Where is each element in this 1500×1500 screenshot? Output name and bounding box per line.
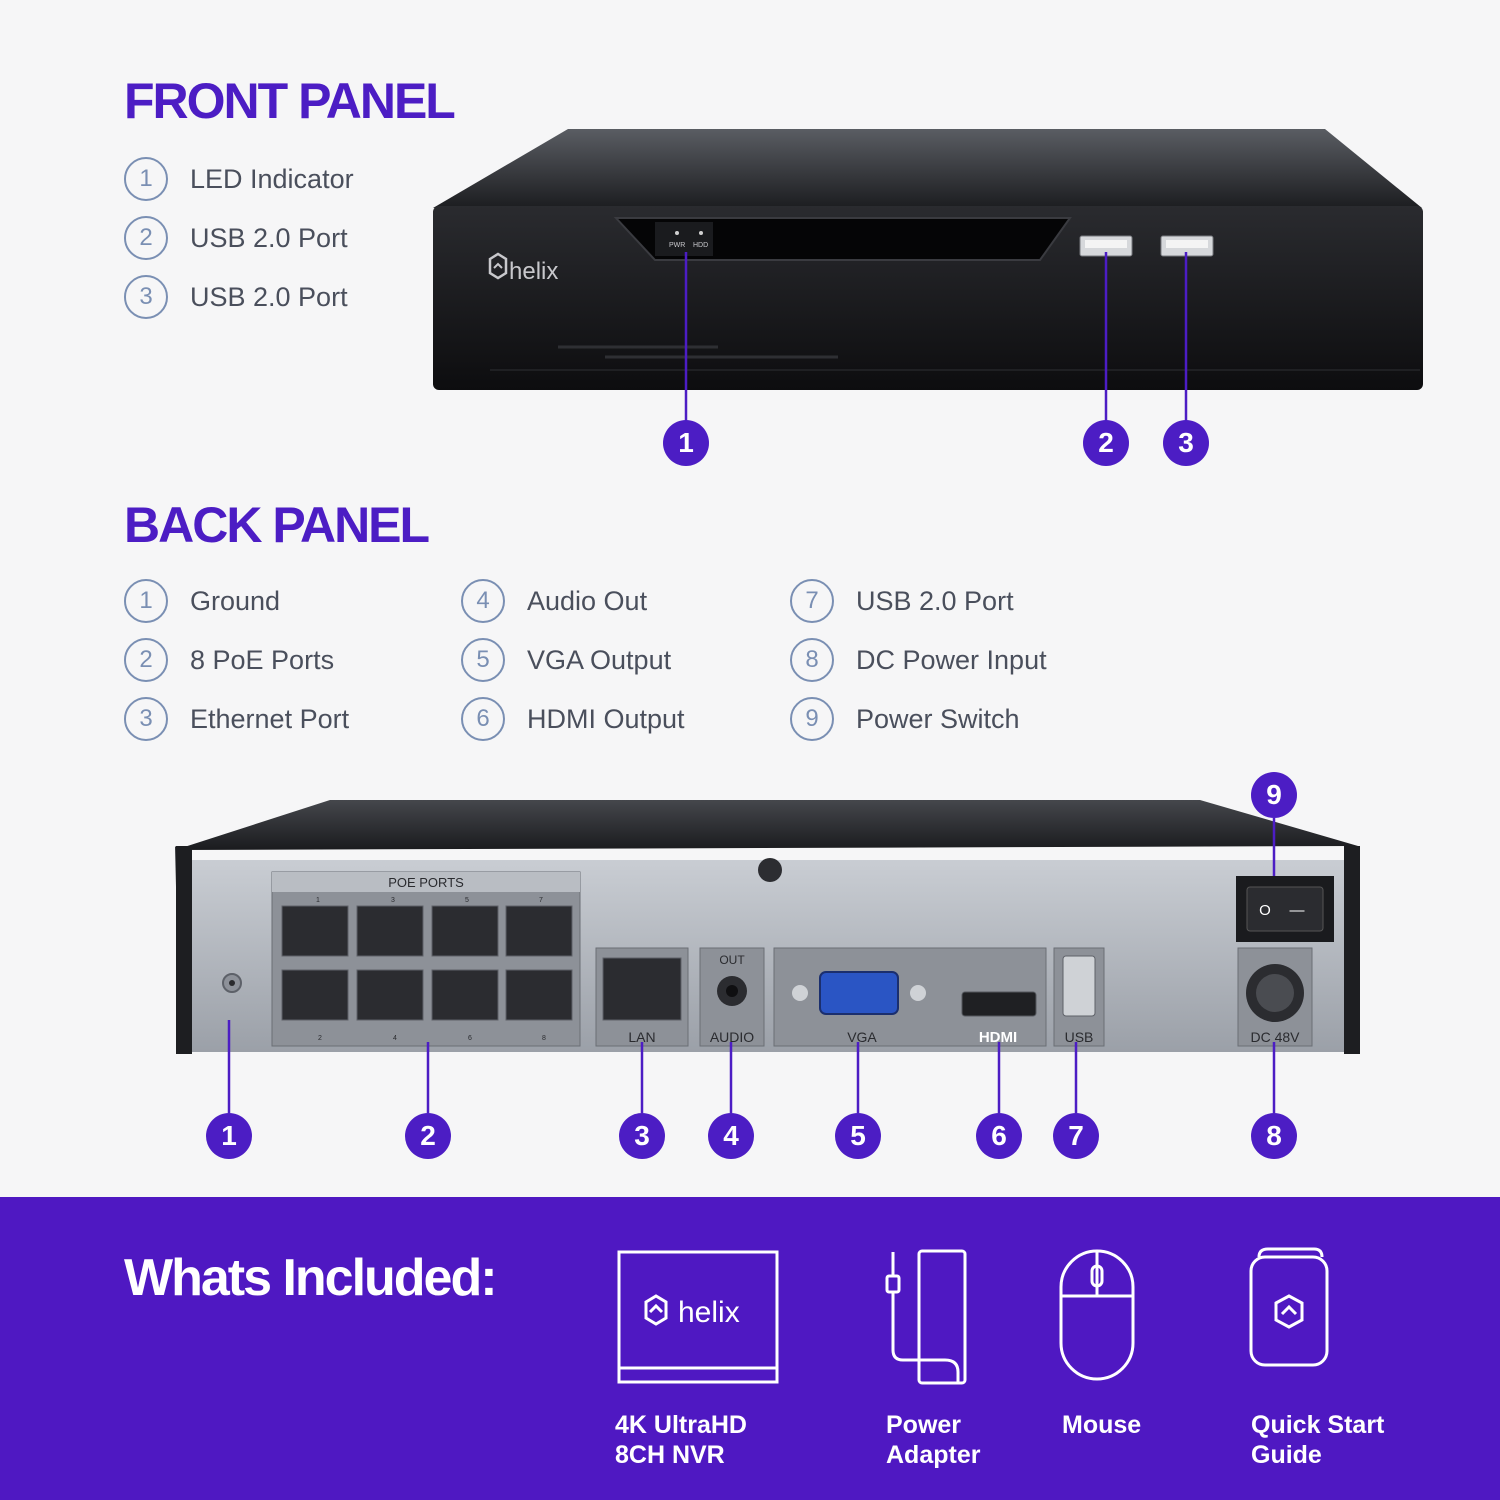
back-callout-5: 5	[835, 1113, 881, 1159]
legend-number: 4	[461, 579, 505, 623]
legend-number: 5	[461, 638, 505, 682]
legend-label: Audio Out	[527, 585, 648, 616]
poe-port-number: 5	[465, 897, 469, 904]
legend-number: 2	[124, 216, 168, 260]
box-brand-logo: helix	[678, 1296, 740, 1329]
legend-item: 1 LED Indicator	[124, 157, 354, 201]
legend-number: 1	[124, 579, 168, 623]
legend-number: 1	[124, 157, 168, 201]
front-callout-2: 2	[1083, 420, 1129, 466]
legend-label: VGA Output	[527, 644, 672, 675]
included-nvr-label: 4K UltraHD 8CH NVR	[615, 1411, 747, 1469]
included-guide-label: Quick Start Guide	[1251, 1411, 1385, 1469]
poe-port-number: 3	[391, 897, 395, 904]
legend-item: 7 USB 2.0 Port	[790, 579, 1014, 623]
poe-port-number: 1	[316, 897, 320, 904]
quick-start-guide-icon	[1249, 1247, 1329, 1367]
led-label-hdd: HDD	[693, 242, 708, 249]
legend-label: USB 2.0 Port	[856, 585, 1014, 616]
back-callout-7: 7	[1053, 1113, 1099, 1159]
poe-port-number: 7	[539, 897, 543, 904]
legend-item: 2 8 PoE Ports	[124, 638, 334, 682]
legend-number: 6	[461, 697, 505, 741]
legend-number: 7	[790, 579, 834, 623]
back-callout-lines	[227, 818, 1276, 1113]
included-power-adapter-label: Power Adapter	[886, 1411, 981, 1469]
legend-label: 8 PoE Ports	[190, 644, 335, 675]
legend-item: 5 VGA Output	[461, 638, 671, 682]
legend-item: 2 USB 2.0 Port	[124, 216, 348, 260]
front-brand-logo: helix	[509, 258, 558, 285]
front-device	[433, 129, 1423, 390]
back-callout-8: 8	[1251, 1113, 1297, 1159]
legend-item: 3 Ethernet Port	[124, 697, 349, 741]
vga-label: VGA	[847, 1029, 877, 1045]
back-callout-6: 6	[976, 1113, 1022, 1159]
front-callout-3: 3	[1163, 420, 1209, 466]
back-device	[175, 800, 1360, 1054]
front-panel-title: FRONT PANEL	[124, 73, 456, 129]
included-mouse-label: Mouse	[1062, 1411, 1142, 1439]
poe-port-number: 6	[468, 1035, 472, 1042]
legend-item: 9 Power Switch	[790, 697, 1020, 741]
legend-number: 9	[790, 697, 834, 741]
poe-port-number: 4	[393, 1035, 397, 1042]
legend-label: USB 2.0 Port	[190, 222, 348, 253]
audio-out-label: OUT	[719, 953, 745, 967]
audio-label: AUDIO	[710, 1029, 754, 1045]
legend-item: 8 DC Power Input	[790, 638, 1047, 682]
legend-label: DC Power Input	[856, 644, 1047, 675]
power-adapter-icon	[885, 1249, 967, 1385]
legend-label: LED Indicator	[190, 163, 354, 194]
poe-port-number: 2	[318, 1035, 322, 1042]
legend-number: 2	[124, 638, 168, 682]
back-callout-2: 2	[405, 1113, 451, 1159]
legend-label: Ethernet Port	[190, 703, 350, 734]
poe-port-number: 8	[542, 1035, 546, 1042]
legend-number: 3	[124, 275, 168, 319]
back-panel-title: BACK PANEL	[124, 497, 430, 553]
back-callout-9: 9	[1251, 772, 1297, 818]
legend-item: 6 HDMI Output	[461, 697, 685, 741]
whats-included-title: Whats Included:	[124, 1249, 498, 1307]
legend-number: 8	[790, 638, 834, 682]
legend-item: 4 Audio Out	[461, 579, 647, 623]
switch-off-symbol: O	[1259, 902, 1271, 919]
front-callout-1: 1	[663, 420, 709, 466]
legend-number: 3	[124, 697, 168, 741]
lan-label: LAN	[628, 1029, 655, 1045]
mouse-icon	[1059, 1249, 1135, 1381]
nvr-box-icon	[617, 1250, 779, 1384]
back-callout-1: 1	[206, 1113, 252, 1159]
hdmi-label: HDMI	[979, 1029, 1017, 1046]
back-callout-4: 4	[708, 1113, 754, 1159]
led-label-pwr: PWR	[669, 242, 685, 249]
back-callout-3: 3	[619, 1113, 665, 1159]
usb-label: USB	[1065, 1029, 1094, 1045]
legend-label: Ground	[190, 585, 281, 616]
dc-label: DC 48V	[1250, 1029, 1300, 1045]
legend-label: HDMI Output	[527, 703, 685, 734]
legend-item: 1 Ground	[124, 579, 280, 623]
poe-ports-label: POE PORTS	[388, 875, 464, 890]
legend-label: USB 2.0 Port	[190, 281, 348, 312]
legend-label: Power Switch	[856, 703, 1020, 734]
switch-on-symbol: —	[1290, 902, 1305, 919]
legend-item: 3 USB 2.0 Port	[124, 275, 348, 319]
